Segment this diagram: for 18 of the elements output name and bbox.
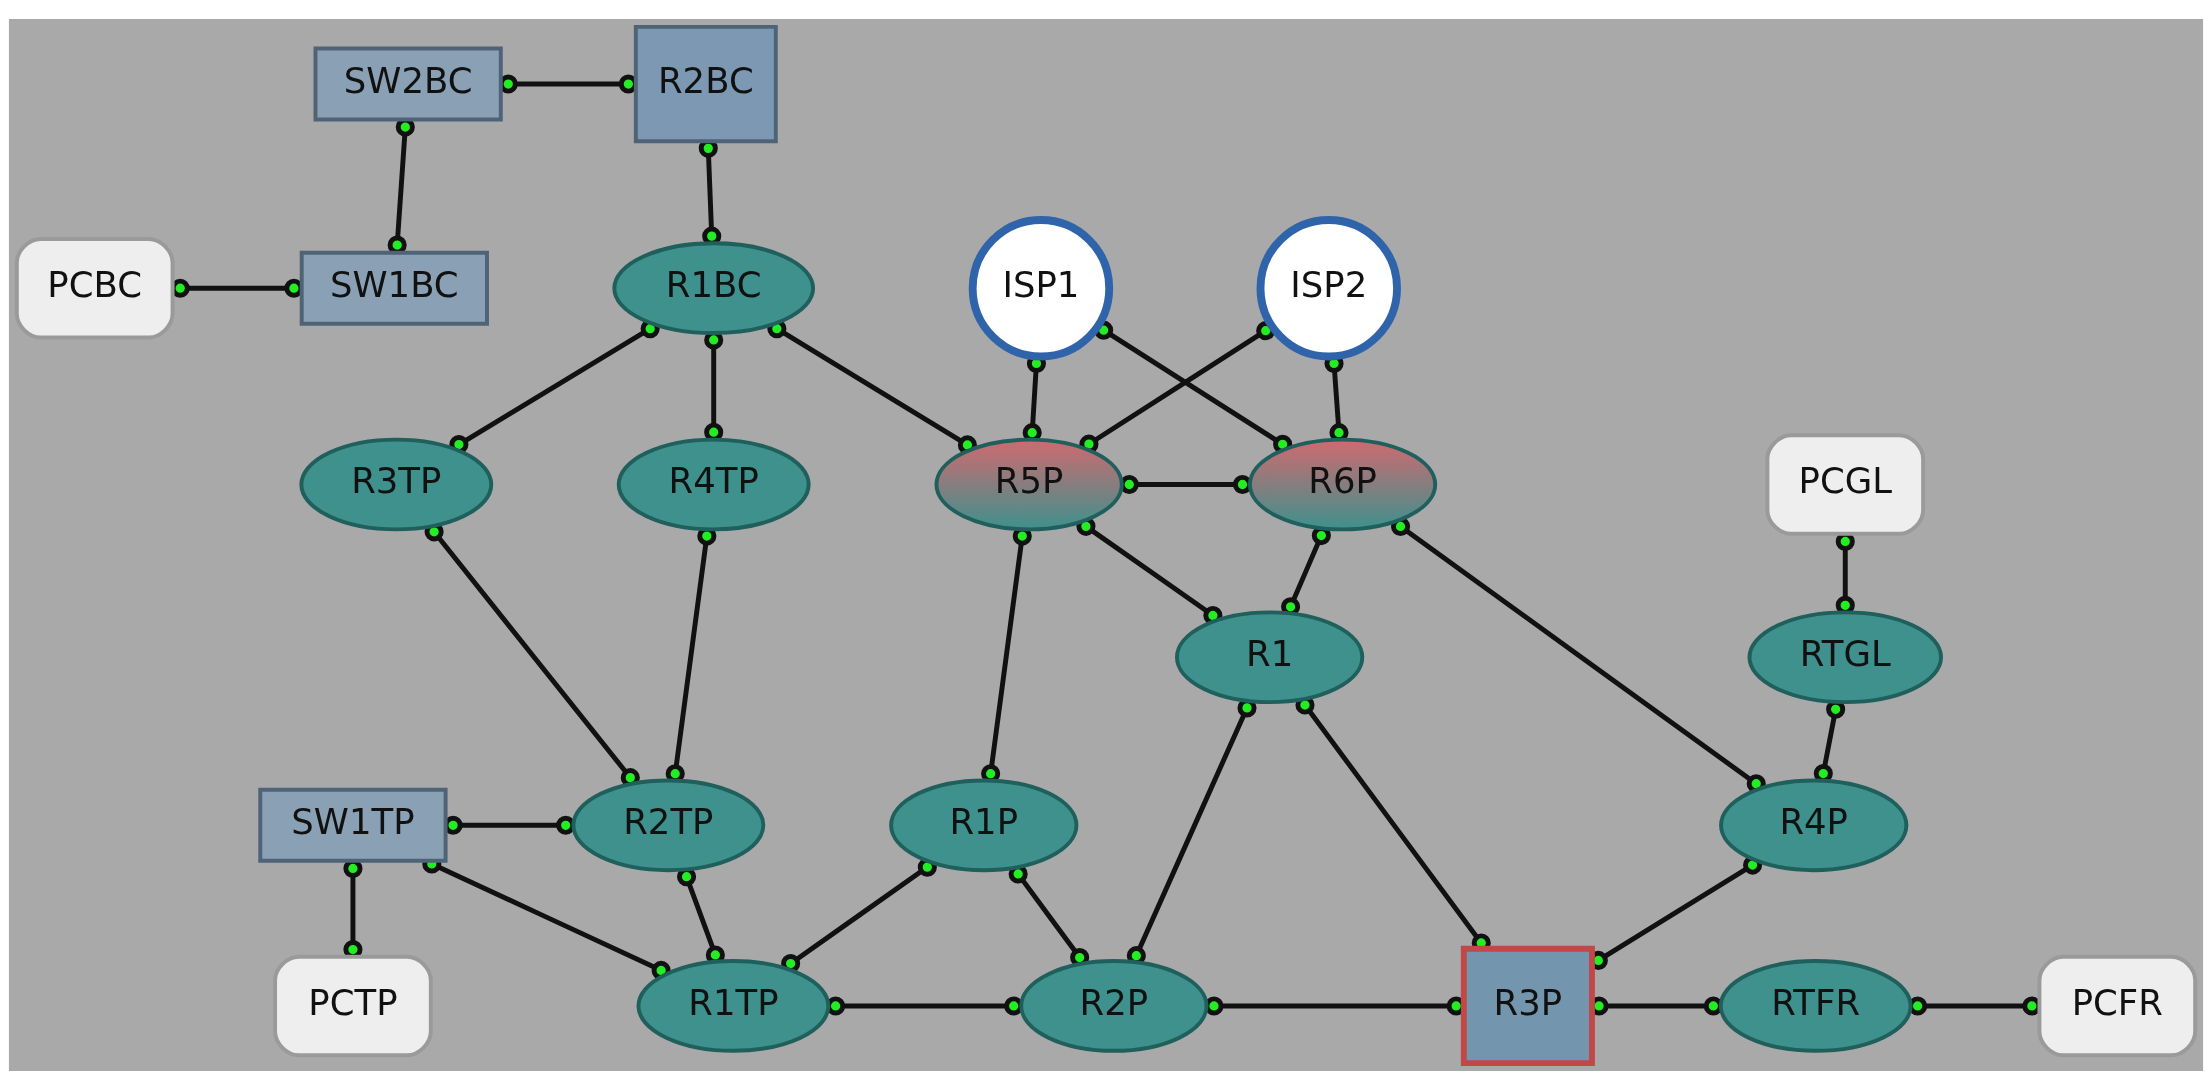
node-ellipse: R1P (889, 778, 1079, 873)
node-ellipse: R1 (1175, 610, 1365, 705)
node-box: PCGL (1765, 433, 1926, 536)
node-ellipse: R2P (1019, 959, 1209, 1053)
node-ellipse: R4TP (616, 437, 811, 532)
node-box: R3P (1460, 945, 1595, 1067)
node-ellipse: R2TP (571, 778, 766, 873)
node-box: PCFR (2037, 954, 2198, 1058)
node-box: SW2BC (313, 46, 503, 122)
node-box: SW1BC (299, 250, 489, 326)
node-box: R2BC (633, 24, 778, 144)
node-ellipse: RTGL (1747, 610, 1943, 705)
node-box: PCBC (14, 236, 175, 340)
node-box: SW1TP (258, 787, 448, 863)
node-ellipse: R1BC (612, 241, 816, 336)
node-ellipse: R6P (1247, 437, 1438, 532)
node-ellipse: RTFR (1718, 959, 1913, 1053)
node-box: PCTP (273, 954, 433, 1058)
